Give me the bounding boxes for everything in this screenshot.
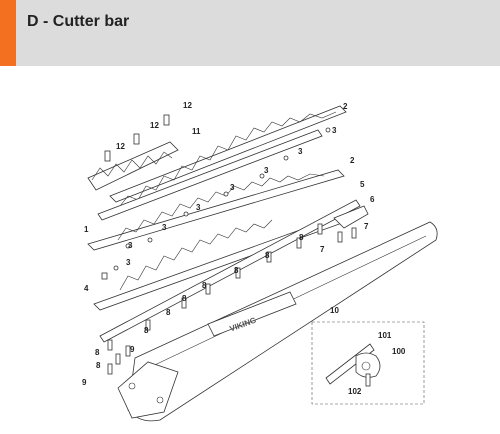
- callout-102: 102: [348, 387, 362, 396]
- callout-3-d: 3: [230, 183, 235, 192]
- header-accent-bar: [0, 0, 16, 66]
- cutter-bar-cover: VIKING: [117, 221, 438, 422]
- callout-10: 10: [330, 306, 339, 315]
- fastener-set: [101, 114, 357, 375]
- callout-3-f: 3: [162, 223, 167, 232]
- callout-3-e: 3: [196, 203, 201, 212]
- callout-4: 4: [84, 284, 89, 293]
- callout-8-b: 8: [265, 251, 270, 260]
- page-header: D - Cutter bar: [0, 0, 500, 66]
- callout-3-h: 3: [126, 258, 131, 267]
- blade-guard: [87, 141, 179, 191]
- callout-12-c: 12: [116, 142, 125, 151]
- callout-3-b: 3: [298, 147, 303, 156]
- callout-labels: 12 12 11 12 2 3 3 2 3 3 5 3 6 3 1 7 3 8 …: [82, 101, 375, 387]
- callout-6: 6: [370, 195, 375, 204]
- callout-8-g: 8: [144, 326, 149, 335]
- callout-100: 100: [392, 347, 406, 356]
- exploded-parts-diagram: VIKING: [82, 101, 438, 422]
- callout-8-e: 8: [182, 294, 187, 303]
- upper-cutter-blade: [109, 105, 347, 207]
- callout-8-f: 8: [166, 308, 171, 317]
- callout-5: 5: [360, 180, 365, 189]
- lower-cutter-blade: [87, 169, 345, 251]
- callout-12-a: 12: [183, 101, 192, 110]
- guide-bar: [97, 129, 323, 221]
- callout-2-lower: 2: [350, 156, 355, 165]
- callout-8-i: 8: [96, 361, 101, 370]
- callout-11: 11: [192, 127, 201, 136]
- callout-2-top: 2: [343, 102, 348, 111]
- callout-8-d: 8: [202, 281, 207, 290]
- callout-7-a: 7: [364, 222, 369, 231]
- callout-3-g: 3: [128, 241, 133, 250]
- callout-1: 1: [84, 225, 89, 234]
- end-clip: [333, 205, 369, 229]
- callout-3-a: 3: [332, 126, 337, 135]
- page-title: D - Cutter bar: [27, 13, 130, 30]
- callout-9-a: 9: [130, 345, 135, 354]
- callout-9-b: 9: [82, 378, 87, 387]
- detail-inset: 101 100 102: [311, 321, 425, 405]
- callout-8-h: 8: [95, 348, 100, 357]
- spacer-strip: [99, 199, 361, 343]
- callout-12-b: 12: [150, 121, 159, 130]
- callout-7-b: 7: [320, 245, 325, 254]
- callout-101: 101: [378, 331, 392, 340]
- callout-8-c: 8: [234, 266, 239, 275]
- callout-8-a: 8: [299, 233, 304, 242]
- callout-3-c: 3: [264, 166, 269, 175]
